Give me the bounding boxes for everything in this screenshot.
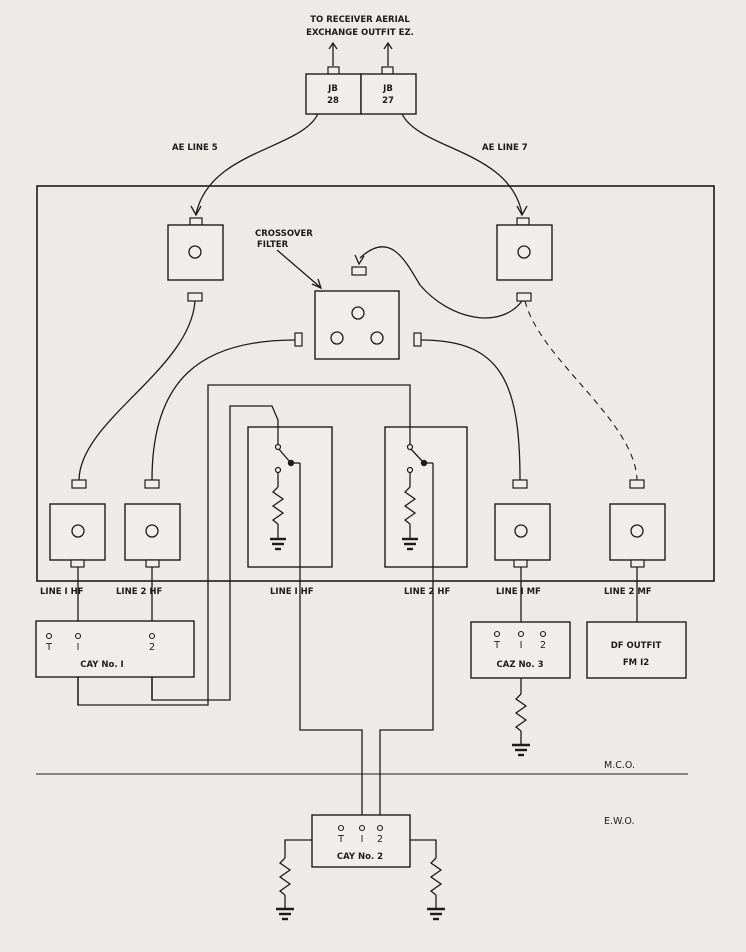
cay-no-2: T I 2 CAY No. 2 (311, 814, 411, 868)
top-label-line1: TO RECEIVER AERIAL (310, 15, 410, 25)
cay2-terminal-t: T (337, 834, 344, 845)
upper-right-unit (496, 217, 553, 302)
switch-unit-2 (384, 426, 468, 568)
ae-line-7-cable (401, 113, 523, 215)
crossover-label-line1: CROSSOVER (255, 229, 313, 239)
switch-unit-1 (247, 426, 333, 568)
df-outfit-line1: DF OUTFIT (611, 641, 662, 651)
crossover-filter (294, 266, 422, 360)
label-line1-mf: LINE I MF (496, 587, 541, 597)
cay2-left-ground (276, 839, 312, 921)
cay2-right-ground (410, 839, 445, 921)
jb-up-arrows (328, 41, 393, 66)
cay1-terminal-t: T (45, 642, 52, 653)
outlet-line2-mf (609, 479, 666, 568)
junction-box-28: JB 28 (305, 66, 362, 115)
ae-line-7-label: AE LINE 7 (482, 143, 528, 153)
label-line2-mf: LINE 2 MF (604, 587, 652, 597)
caz3-ground-resistor (512, 678, 530, 757)
cay2-label: CAY No. 2 (337, 852, 383, 862)
df-outfit-line2: FM I2 (623, 658, 649, 668)
cay1-terminal-2: 2 (149, 642, 155, 653)
jb28-number: 28 (327, 96, 339, 106)
outlet-line2-hf (124, 479, 181, 568)
label-switch-1: LINE I HF (270, 587, 314, 597)
zone-lower-label: E.W.O. (604, 816, 634, 827)
ae-line-5-label: AE LINE 5 (172, 143, 218, 153)
label-line1-hf: LINE I HF (40, 587, 84, 597)
outlet-line1-mf (494, 479, 551, 568)
cay1-terminal-1: I (77, 642, 80, 653)
ae-line-5-cable (195, 113, 319, 215)
jb28-name: JB (327, 84, 338, 94)
outlet-line1-hf (49, 479, 106, 568)
df-outfit: DF OUTFIT FM I2 (586, 621, 687, 679)
caz3-terminal-2: 2 (540, 640, 546, 651)
crossover-label-line2: FILTER (257, 240, 289, 250)
cay1-label: CAY No. I (80, 660, 123, 670)
label-switch-2: LINE 2 HF (404, 587, 450, 597)
junction-box-27: JB 27 (360, 66, 417, 115)
caz3-label: CAZ No. 3 (497, 660, 544, 670)
main-panel (36, 185, 715, 582)
jb27-number: 27 (382, 96, 394, 106)
label-line2-hf: LINE 2 HF (116, 587, 162, 597)
cay2-terminal-2: 2 (377, 834, 383, 845)
jb27-name: JB (382, 84, 393, 94)
upper-left-unit (167, 217, 224, 302)
cay2-terminal-1: I (361, 834, 364, 845)
cay-no-1: T I 2 CAY No. I (35, 620, 195, 678)
caz-no-3: T I 2 CAZ No. 3 (470, 621, 571, 679)
zone-upper-label: M.C.O. (604, 760, 635, 771)
caz3-terminal-1: I (520, 640, 523, 651)
top-label-line2: EXCHANGE OUTFIT EZ. (306, 28, 414, 38)
caz3-terminal-t: T (493, 640, 500, 651)
